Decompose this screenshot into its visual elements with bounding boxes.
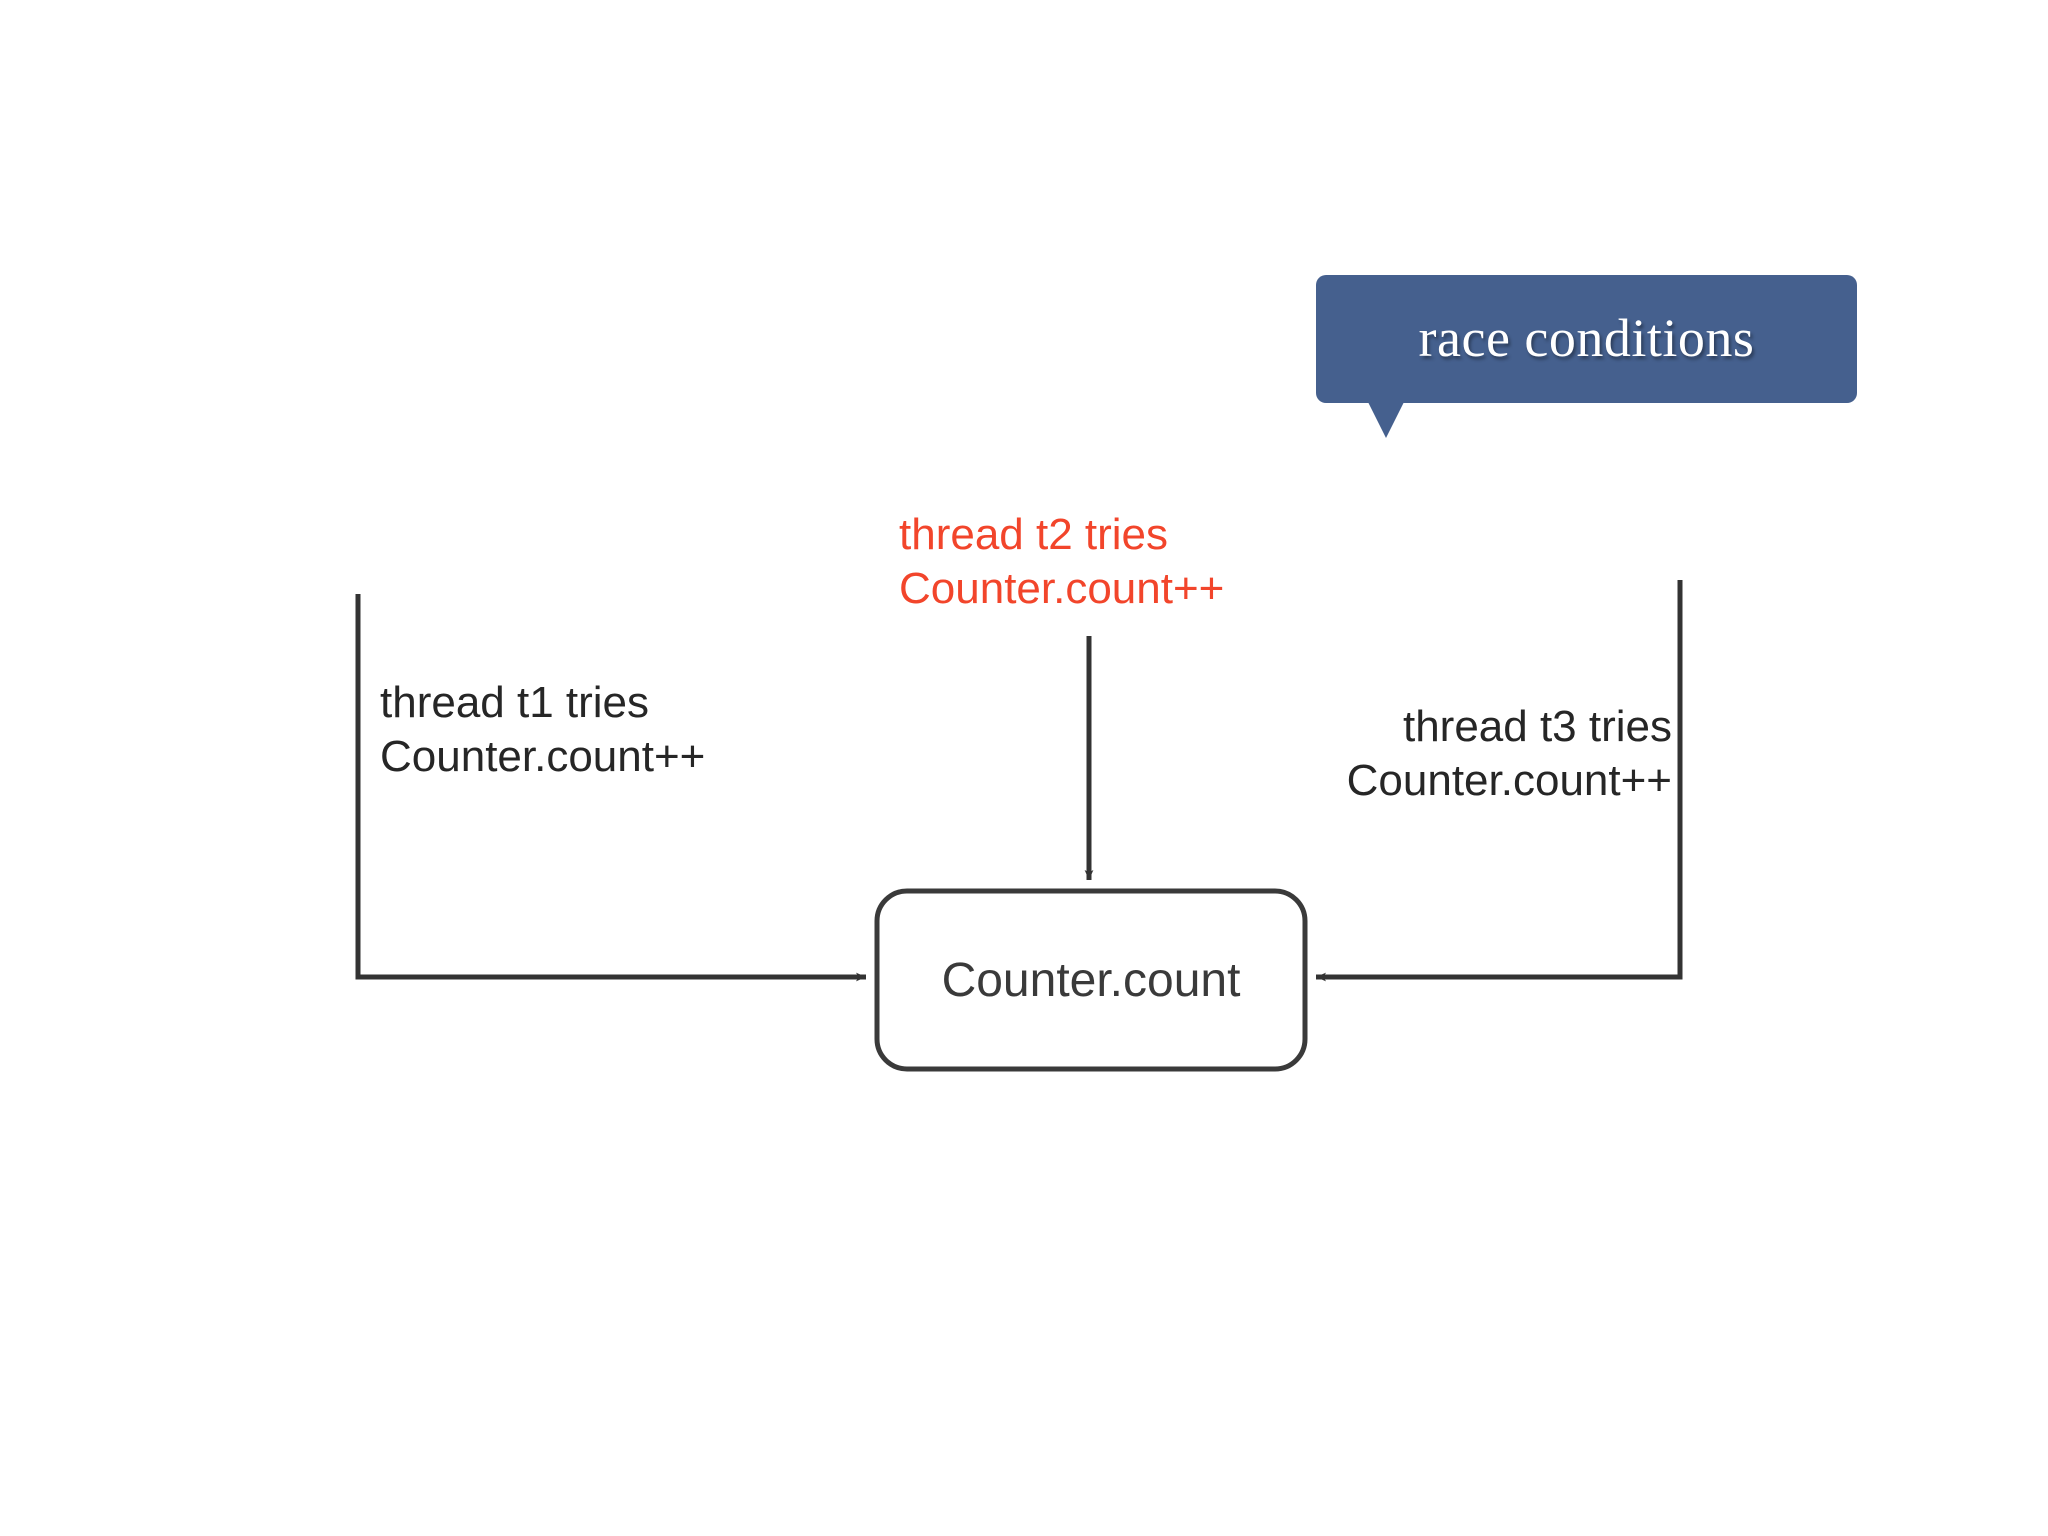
counter-count-node-label: Counter.count xyxy=(941,953,1241,1007)
callout-tail-icon xyxy=(1368,402,1404,438)
connector-t1 xyxy=(355,594,866,982)
thread-t3-label: thread t3 tries Counter.count++ xyxy=(1346,702,1672,805)
race-conditions-callout[interactable]: race conditions xyxy=(1316,275,1857,403)
race-conditions-callout-label: race conditions xyxy=(1418,308,1755,368)
thread-t2-label: thread t2 tries Counter.count++ xyxy=(899,510,1225,613)
thread-t1-label: thread t1 tries Counter.count++ xyxy=(380,678,706,781)
counter-count-node[interactable] xyxy=(874,888,1308,1072)
connector-t3 xyxy=(1316,580,1683,982)
